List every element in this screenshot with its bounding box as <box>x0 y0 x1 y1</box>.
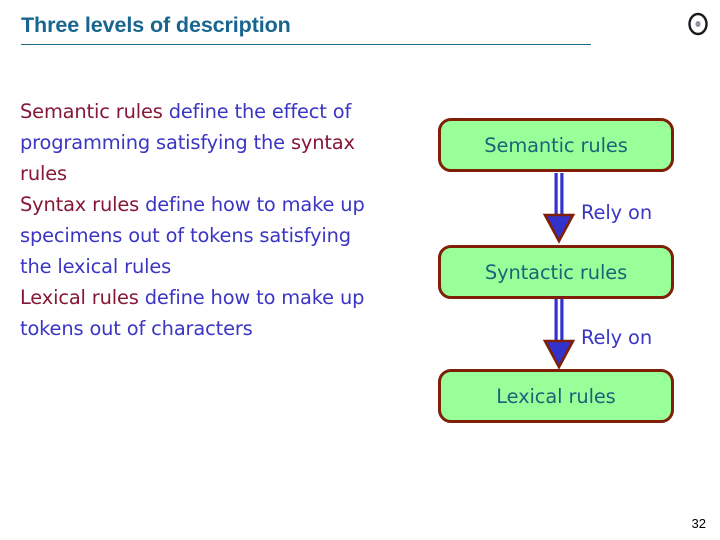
explanation-text-block: Semantic rules define the effect of prog… <box>20 96 365 344</box>
rules-hierarchy-diagram: Semantic rules Rely on Syntactic rules R… <box>438 118 678 428</box>
disc-icon[interactable] <box>686 12 710 36</box>
arrow-label-rely-on-2: Rely on <box>581 326 653 349</box>
arrow-syntactic-to-lexical <box>536 299 582 371</box>
keyword-syntax-rules-2: Syntax rules <box>20 193 140 216</box>
rule-box-syntactic[interactable]: Syntactic rules <box>438 245 674 299</box>
rule-box-lexical-label: Lexical rules <box>496 384 616 408</box>
title-divider <box>21 44 591 45</box>
rule-box-lexical[interactable]: Lexical rules <box>438 369 674 423</box>
arrow-semantic-to-syntactic <box>536 173 582 245</box>
slide-header: Three levels of description <box>0 0 720 52</box>
explanation-body-3: define how to make up tokens out of char… <box>20 286 365 340</box>
explanation-paragraph: Semantic rules define the effect of prog… <box>20 96 365 189</box>
page-number: 32 <box>691 516 706 531</box>
keyword-semantic-rules: Semantic rules <box>20 100 163 123</box>
explanation-paragraph: Lexical rules define how to make up toke… <box>20 282 365 344</box>
keyword-lexical-rules: Lexical rules <box>20 286 139 309</box>
rule-box-semantic[interactable]: Semantic rules <box>438 118 674 172</box>
rule-box-syntactic-label: Syntactic rules <box>484 260 628 284</box>
page-title: Three levels of description <box>21 13 291 37</box>
keyword-syntax-rules: syntax rules <box>20 131 355 185</box>
rule-box-semantic-label: Semantic rules <box>484 133 628 157</box>
explanation-body-1: define the effect of programming satisfy… <box>20 100 352 154</box>
explanation-paragraph: Syntax rules define how to make up speci… <box>20 189 365 282</box>
arrow-label-rely-on-1: Rely on <box>581 201 653 224</box>
explanation-body-2: define how to make up specimens out of t… <box>20 193 365 278</box>
